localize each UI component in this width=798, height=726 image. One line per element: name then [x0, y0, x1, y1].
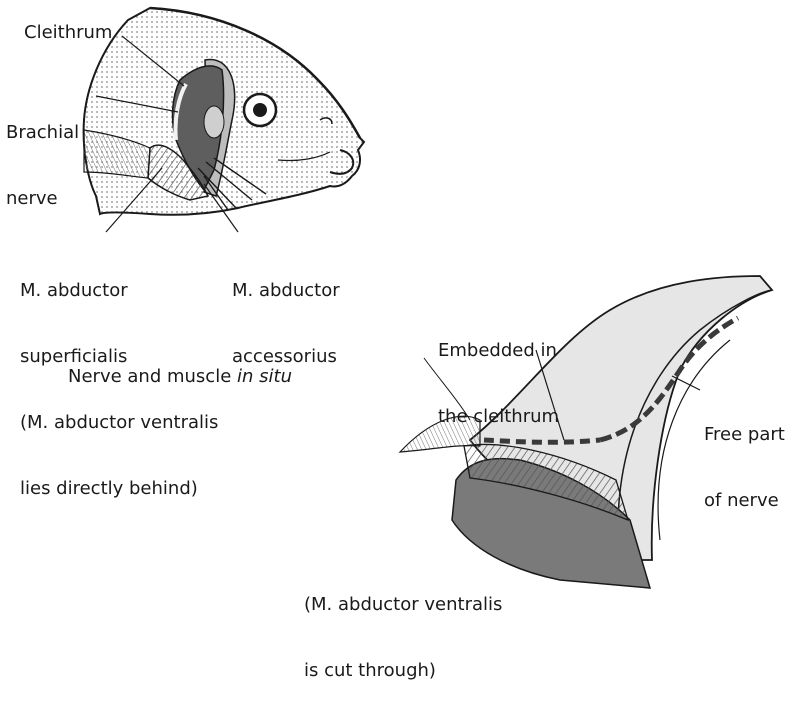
caption-in-situ-text: Nerve and muscle: [68, 366, 237, 387]
label-embedded-line-2: the cleithrum: [438, 406, 559, 428]
label-accessorius-line-2: accessorius: [232, 346, 340, 368]
caption-dissection-line-2: is cut through): [304, 660, 502, 682]
label-brachial-nerve: Brachial nerve: [6, 78, 79, 254]
label-accessorius-line-1: M. abductor: [232, 280, 340, 302]
label-free-part: Free part of nerve: [704, 380, 785, 556]
label-embedded-line-1: Embedded in: [438, 340, 559, 362]
label-superficialis-line-4: lies directly behind): [20, 478, 218, 500]
label-superficialis-line-1: M. abductor: [20, 280, 218, 302]
figure-canvas: Cleithrum Brachial nerve M. abductor sup…: [0, 0, 798, 598]
label-embedded: Embedded in the cleithrum: [438, 296, 559, 472]
caption-in-situ: Nerve and muscle in situ: [68, 366, 292, 388]
label-free-line-1: Free part: [704, 424, 785, 446]
label-cleithrum: Cleithrum: [24, 22, 112, 44]
label-superficialis-line-2: superficialis: [20, 346, 218, 368]
label-brachial-line-1: Brachial: [6, 122, 79, 144]
caption-dissection-line-1: (M. abductor ventralis: [304, 594, 502, 616]
caption-dissection: (M. abductor ventralis is cut through): [304, 550, 502, 726]
caption-in-situ-italic: in situ: [237, 366, 292, 387]
label-superficialis-line-3: (M. abductor ventralis: [20, 412, 218, 434]
label-abductor-superficialis: M. abductor superficialis (M. abductor v…: [20, 236, 218, 544]
label-brachial-line-2: nerve: [6, 188, 79, 210]
label-free-line-2: of nerve: [704, 490, 785, 512]
